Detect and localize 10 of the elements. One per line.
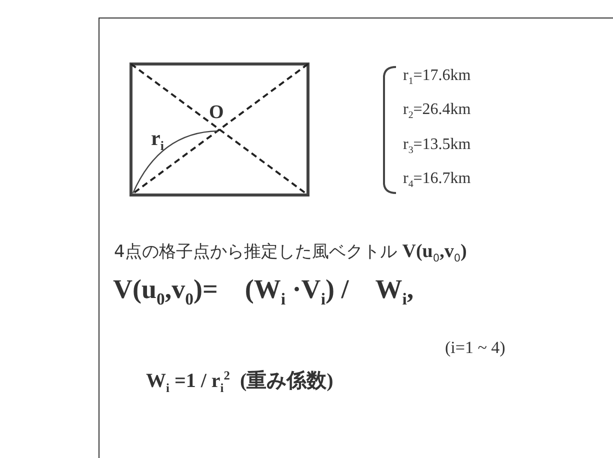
weight-formula: W$_{i}$ =1 / r$_{i}$$^{2}$ (重み係数) <box>146 371 334 391</box>
distance-value: r$_{2}$=26.4km <box>403 102 471 118</box>
distance-value: r$_{3}$=13.5km <box>403 137 471 153</box>
formula: V(u$_{0}$,v$_{0}$)= (W$_{i}$ ·V$_{i}$) / W$_{i}$, <box>113 276 414 303</box>
distance-label: r$_{i}$ <box>151 128 164 149</box>
caption-text: 4点の格子点から推定した風ベクトル V(u$_{0}$,v$_{0}$) <box>114 242 467 261</box>
distance-value: r$_{1}$=17.6km <box>403 68 471 84</box>
distance-value: r$_{4}$=16.7km <box>403 171 471 187</box>
point-label: O <box>209 103 224 122</box>
index-range: (i=1 ~ 4) <box>445 339 506 356</box>
